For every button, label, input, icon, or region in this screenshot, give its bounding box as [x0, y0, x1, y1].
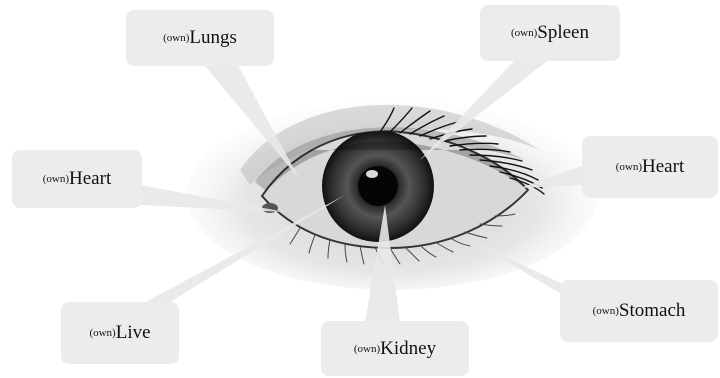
label-lungs: (own)Lungs [126, 10, 274, 66]
pupil [358, 166, 398, 206]
label-spleen: (own)Spleen [480, 5, 620, 61]
label-name: Spleen [537, 22, 589, 44]
label-prefix: (own) [593, 305, 619, 317]
label-name: Kidney [380, 338, 436, 360]
label-heart-right: (own)Heart [582, 136, 718, 198]
label-prefix: (own) [511, 27, 537, 39]
label-name: Heart [642, 156, 684, 178]
label-heart-left: (own)Heart [12, 150, 142, 208]
label-prefix: (own) [163, 32, 189, 44]
label-live: (own)Live [61, 302, 179, 364]
label-kidney: (own)Kidney [321, 321, 469, 376]
label-name: Heart [69, 168, 111, 190]
label-prefix: (own) [43, 173, 69, 185]
label-prefix: (own) [616, 161, 642, 173]
label-name: Stomach [619, 300, 686, 322]
eye-highlight [366, 170, 378, 178]
label-name: Live [116, 322, 151, 344]
label-prefix: (own) [354, 343, 380, 355]
label-prefix: (own) [89, 327, 115, 339]
label-stomach: (own)Stomach [560, 280, 718, 342]
label-name: Lungs [189, 27, 237, 49]
